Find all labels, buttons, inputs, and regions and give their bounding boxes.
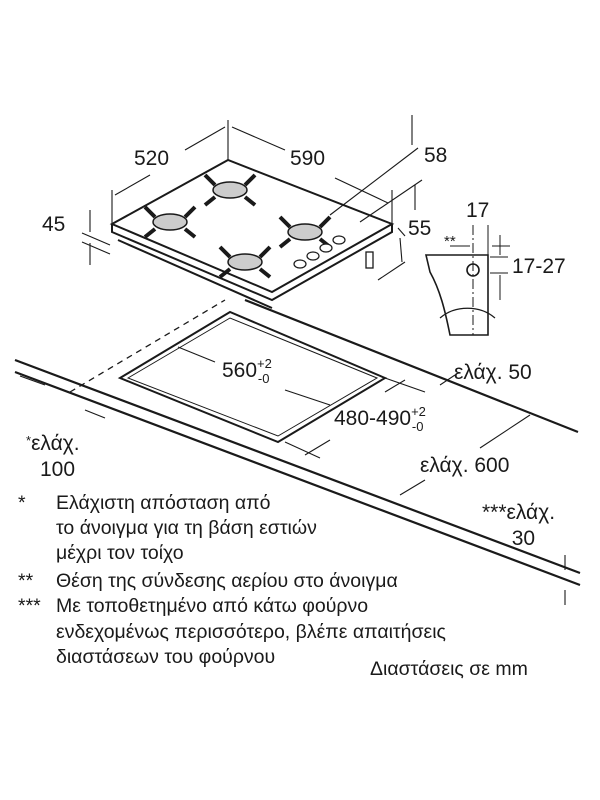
tol-plus: +2 bbox=[411, 404, 426, 419]
footnote-mark: * bbox=[18, 492, 26, 514]
footnote-line: ενδεχομένως περισσότερο, βλέπε απαιτήσει… bbox=[56, 621, 446, 643]
footnote-line: Θέση της σύνδεσης αερίου στο άνοιγμα bbox=[56, 570, 398, 592]
footnote-mark: ** bbox=[18, 570, 34, 592]
dim-bracket-width: 17 bbox=[466, 199, 490, 222]
dim-cutout-depth: 480-490+2-0 bbox=[334, 405, 426, 433]
min-wall-star: * bbox=[26, 433, 32, 448]
footnote-mark: *** bbox=[18, 595, 41, 617]
dim-min-wall: *ελάχ. 100 bbox=[26, 432, 80, 482]
dim-knob-height: 55 bbox=[408, 217, 432, 240]
dim-min-oven: ***ελάχ. 30 bbox=[482, 500, 555, 552]
cutout-width-value: 560 bbox=[222, 359, 258, 382]
dim-worktop-range: 17-27 bbox=[512, 255, 566, 278]
dim-cutout-width: 560+2-0 bbox=[222, 357, 272, 385]
tol-minus: -0 bbox=[411, 419, 424, 434]
dimension-lines bbox=[19, 115, 566, 605]
footnote-line: διαστάσεων του φούρνου bbox=[56, 646, 276, 668]
min-wall-label: ελάχ. bbox=[31, 432, 80, 455]
hob bbox=[109, 158, 395, 309]
gas-connection-marker: ** bbox=[444, 233, 456, 250]
min-wall-value: 100 bbox=[40, 458, 76, 481]
footnote-line: Με τοποθετημένο από κάτω φούρνο bbox=[56, 595, 369, 617]
dim-depth: 520 bbox=[134, 147, 170, 170]
footnote-line: Ελάχιστη απόσταση από bbox=[56, 492, 271, 514]
cutout-depth-value: 480-490 bbox=[334, 407, 412, 430]
units-note: Διαστάσεις σε mm bbox=[370, 658, 528, 680]
footnote-line: μέχρι τον τοίχο bbox=[56, 542, 184, 564]
bracket-detail bbox=[424, 225, 510, 336]
worktop bbox=[14, 298, 581, 587]
dim-min-back: ελάχ. 50 bbox=[454, 361, 532, 384]
dim-min-depth: ελάχ. 600 bbox=[420, 454, 510, 477]
footnote-line: το άνοιγμα για τη βάση εστιών bbox=[56, 517, 317, 539]
min-oven-value: 30 bbox=[511, 527, 536, 550]
tol-plus: +2 bbox=[257, 356, 272, 371]
dim-height-right: 58 bbox=[424, 144, 448, 167]
dim-width: 590 bbox=[290, 147, 326, 170]
min-oven-label: ***ελάχ. bbox=[482, 501, 556, 524]
tol-minus: -0 bbox=[257, 371, 270, 386]
dim-thickness: 45 bbox=[42, 213, 66, 236]
